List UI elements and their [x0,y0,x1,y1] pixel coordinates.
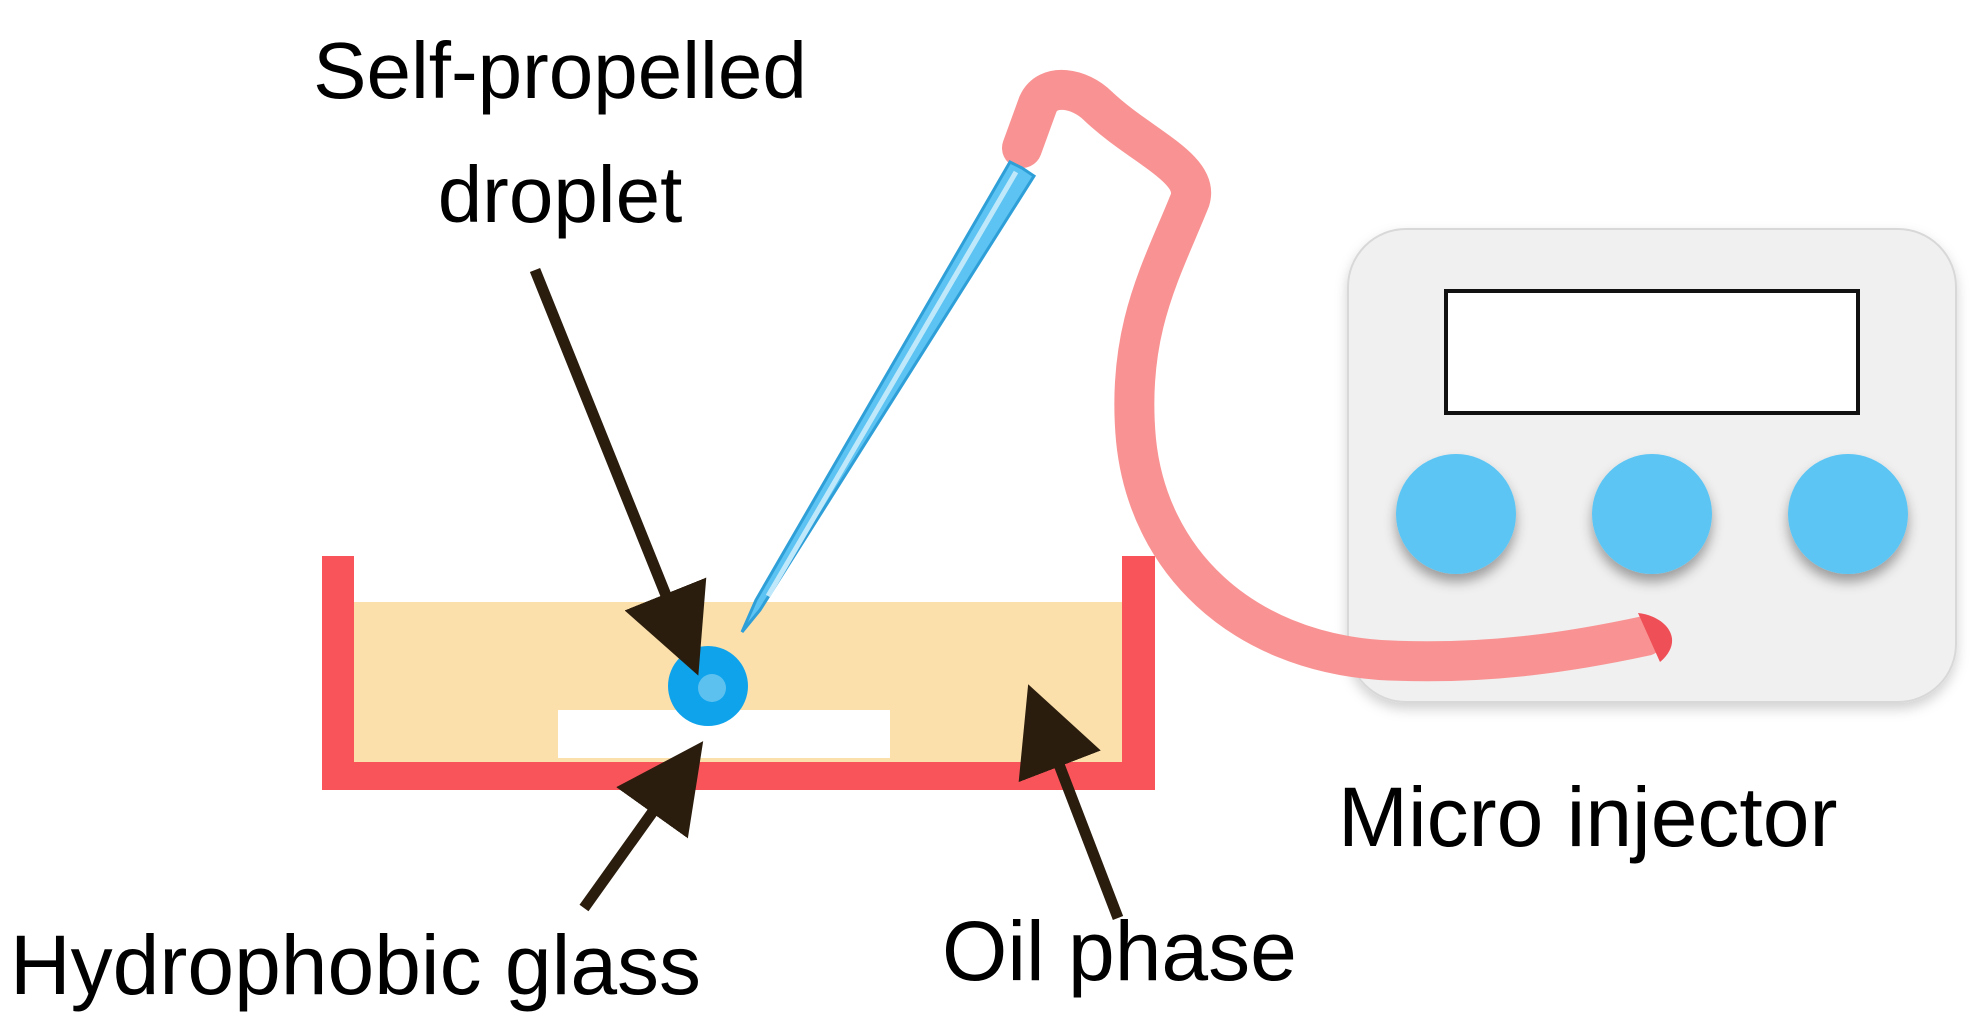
injector-tube [1002,70,1665,682]
droplet-core [698,674,726,702]
arrow-to-oil [1018,684,1124,920]
label-oil-phase: Oil phase [942,904,1297,998]
label-hydrophobic-glass: Hydrophobic glass [10,918,701,1012]
injector-button-3 [1788,454,1908,574]
arrow-to-droplet [529,267,707,676]
arrow-to-glass [579,741,704,912]
petri-dish [322,556,1155,790]
label-droplet-line2: droplet [438,150,683,239]
label-droplet-line1: Self-propelled [313,26,807,115]
injector-button-1 [1396,454,1516,574]
injector-display [1444,289,1860,415]
label-micro-injector: Micro injector [1338,770,1837,864]
pipette-needle [740,160,1037,633]
injector-button-2 [1592,454,1712,574]
tube-end-cap [1638,613,1673,662]
